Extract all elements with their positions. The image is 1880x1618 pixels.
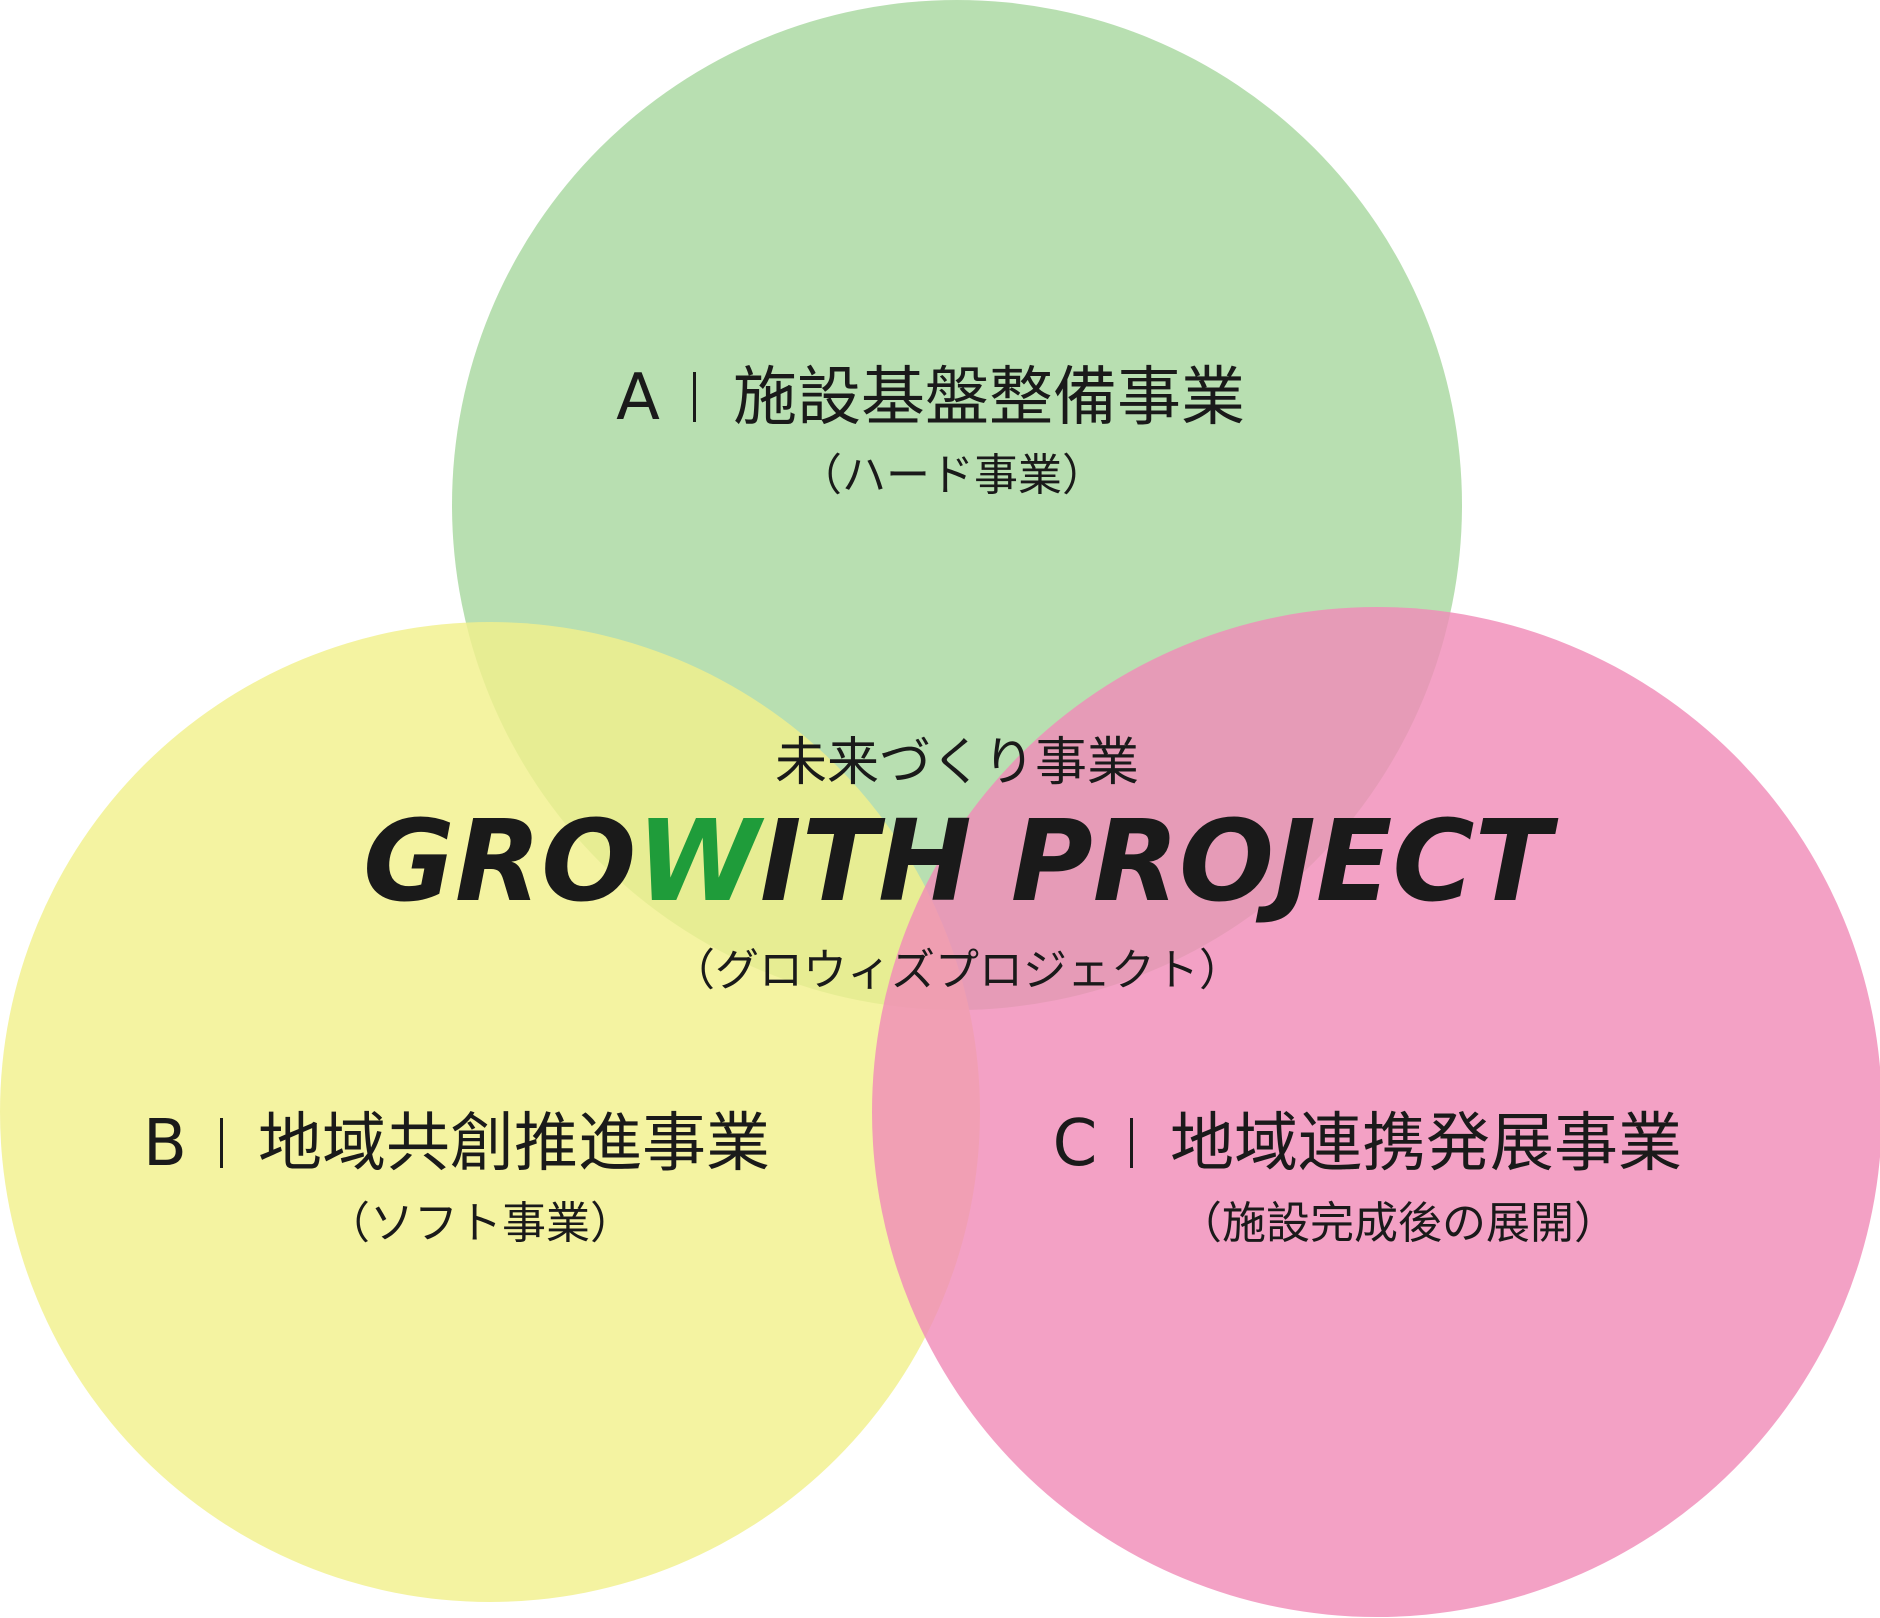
circle-c-title: 地域連携発展事業 bbox=[1170, 1107, 1682, 1181]
circle-b-subtitle: （ソフト事業） bbox=[326, 1198, 634, 1249]
center-lead-text: 未来づくり事業 bbox=[775, 733, 1139, 793]
circle-a-subtitle: （ハード事業） bbox=[798, 450, 1106, 501]
circle-c-letter: C bbox=[1053, 1107, 1098, 1181]
circle-c bbox=[872, 607, 1880, 1617]
circle-a-title: 施設基盤整備事業 bbox=[733, 361, 1245, 435]
center-reading-text: （グロウィズプロジェクト） bbox=[671, 945, 1243, 996]
circle-a-letter: A bbox=[616, 361, 660, 435]
circle-b-heading: B 地域共創推進事業 bbox=[143, 1107, 770, 1181]
circle-a-heading: A 施設基盤整備事業 bbox=[616, 361, 1245, 435]
circle-b bbox=[0, 622, 980, 1602]
circle-c-subtitle: （施設完成後の展開） bbox=[1178, 1198, 1618, 1249]
circle-c-heading: C 地域連携発展事業 bbox=[1053, 1107, 1682, 1181]
growith-project-logo: GROWITH PROJECT bbox=[363, 797, 1559, 927]
logo-part-ith-project: ITH PROJECT bbox=[760, 797, 1559, 927]
circle-b-divider bbox=[220, 1118, 223, 1168]
logo-part-gro: GRO bbox=[363, 797, 636, 927]
circle-b-title: 地域共創推進事業 bbox=[258, 1107, 770, 1181]
logo-accent-w: W bbox=[636, 797, 765, 927]
circle-a-divider bbox=[693, 372, 696, 422]
circle-b-letter: B bbox=[143, 1107, 187, 1181]
circle-c-divider bbox=[1130, 1118, 1133, 1168]
